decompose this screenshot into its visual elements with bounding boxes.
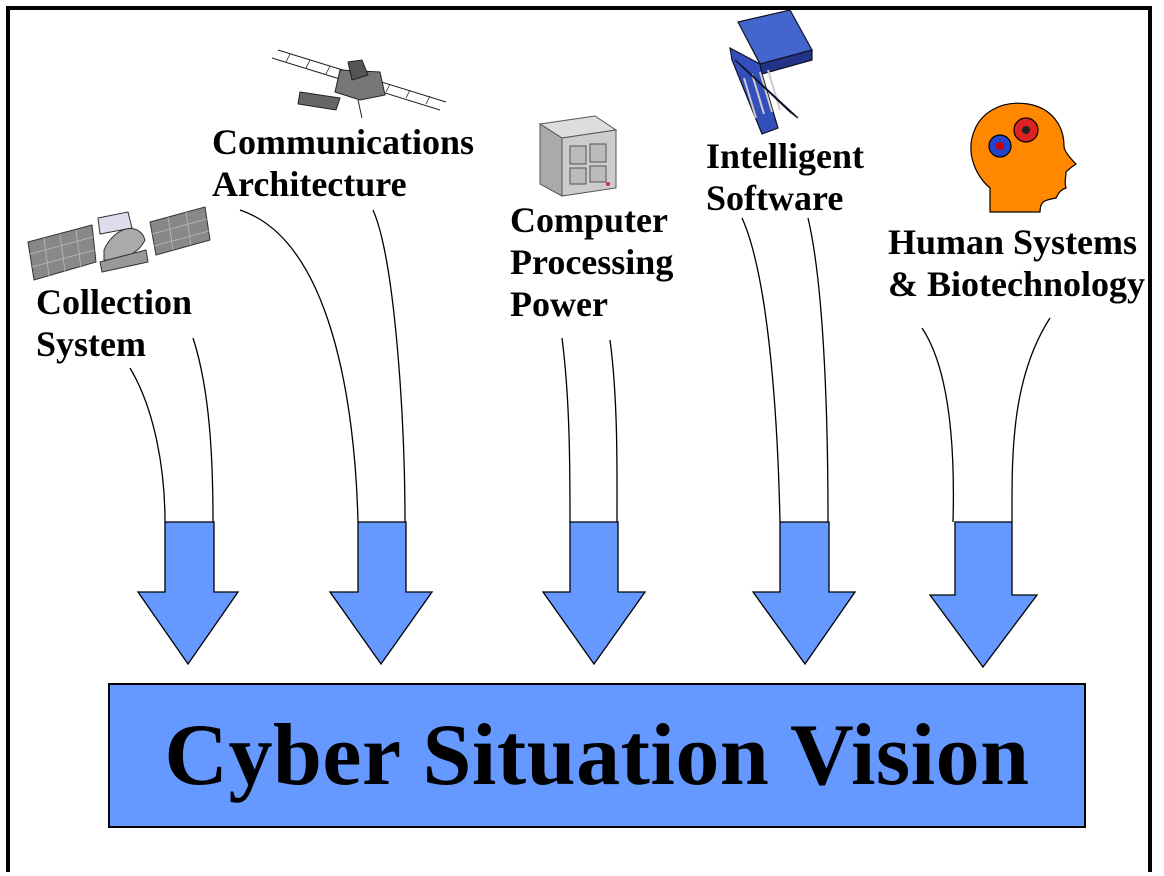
label-collection-system: Collection System xyxy=(36,281,192,365)
blue-gear xyxy=(988,134,1012,158)
space-station-icon xyxy=(271,49,447,119)
feed-line-compute-left xyxy=(561,337,571,523)
feed-line-human-left xyxy=(921,327,955,523)
label-line: & Biotechnology xyxy=(888,264,1145,304)
feed-line-collection-right xyxy=(192,337,214,523)
label-line: Processing xyxy=(510,242,674,282)
label-intelligent-software: Intelligent Software xyxy=(706,135,864,219)
label-line: Collection xyxy=(36,282,192,322)
slide-frame xyxy=(6,6,1152,872)
label-line: Power xyxy=(510,284,608,324)
arrow-collection xyxy=(136,521,240,666)
arrow-compute xyxy=(541,521,647,666)
arrow-comms xyxy=(328,521,434,666)
label-computer-processing-power: Computer Processing Power xyxy=(510,199,673,325)
label-line: Communications xyxy=(212,122,475,162)
label-line: Architecture xyxy=(212,164,407,204)
microchip-icon xyxy=(729,9,813,135)
label-human-systems-biotechnology: Human Systems & Biotechnology xyxy=(888,221,1145,305)
diagram-title: Cyber Situation Vision xyxy=(164,707,1030,804)
feed-line-collection-left xyxy=(129,367,166,523)
arrow-human xyxy=(928,521,1039,669)
feed-lines xyxy=(129,209,1051,523)
label-line: Software xyxy=(706,178,844,218)
label-communications-architecture: Communications Architecture xyxy=(212,121,474,205)
feed-line-software-right xyxy=(807,217,829,523)
feed-line-human-right xyxy=(1011,317,1051,523)
feed-line-comms-left xyxy=(239,209,359,523)
human-head-gears-icon xyxy=(970,102,1077,213)
feed-line-compute-right xyxy=(609,339,618,523)
feed-line-comms-right xyxy=(372,209,406,523)
arrows xyxy=(136,521,1039,669)
satellite-icon xyxy=(27,206,211,281)
arrow-software xyxy=(751,521,857,666)
server-icon xyxy=(538,115,618,197)
label-line: Intelligent xyxy=(706,136,864,176)
label-line: System xyxy=(36,324,146,364)
label-line: Human Systems xyxy=(888,222,1138,262)
red-gear xyxy=(1013,117,1039,143)
feed-line-software-left xyxy=(741,217,781,523)
cyber-situation-vision-box: Cyber Situation Vision xyxy=(108,683,1086,828)
label-line: Computer xyxy=(510,200,668,240)
